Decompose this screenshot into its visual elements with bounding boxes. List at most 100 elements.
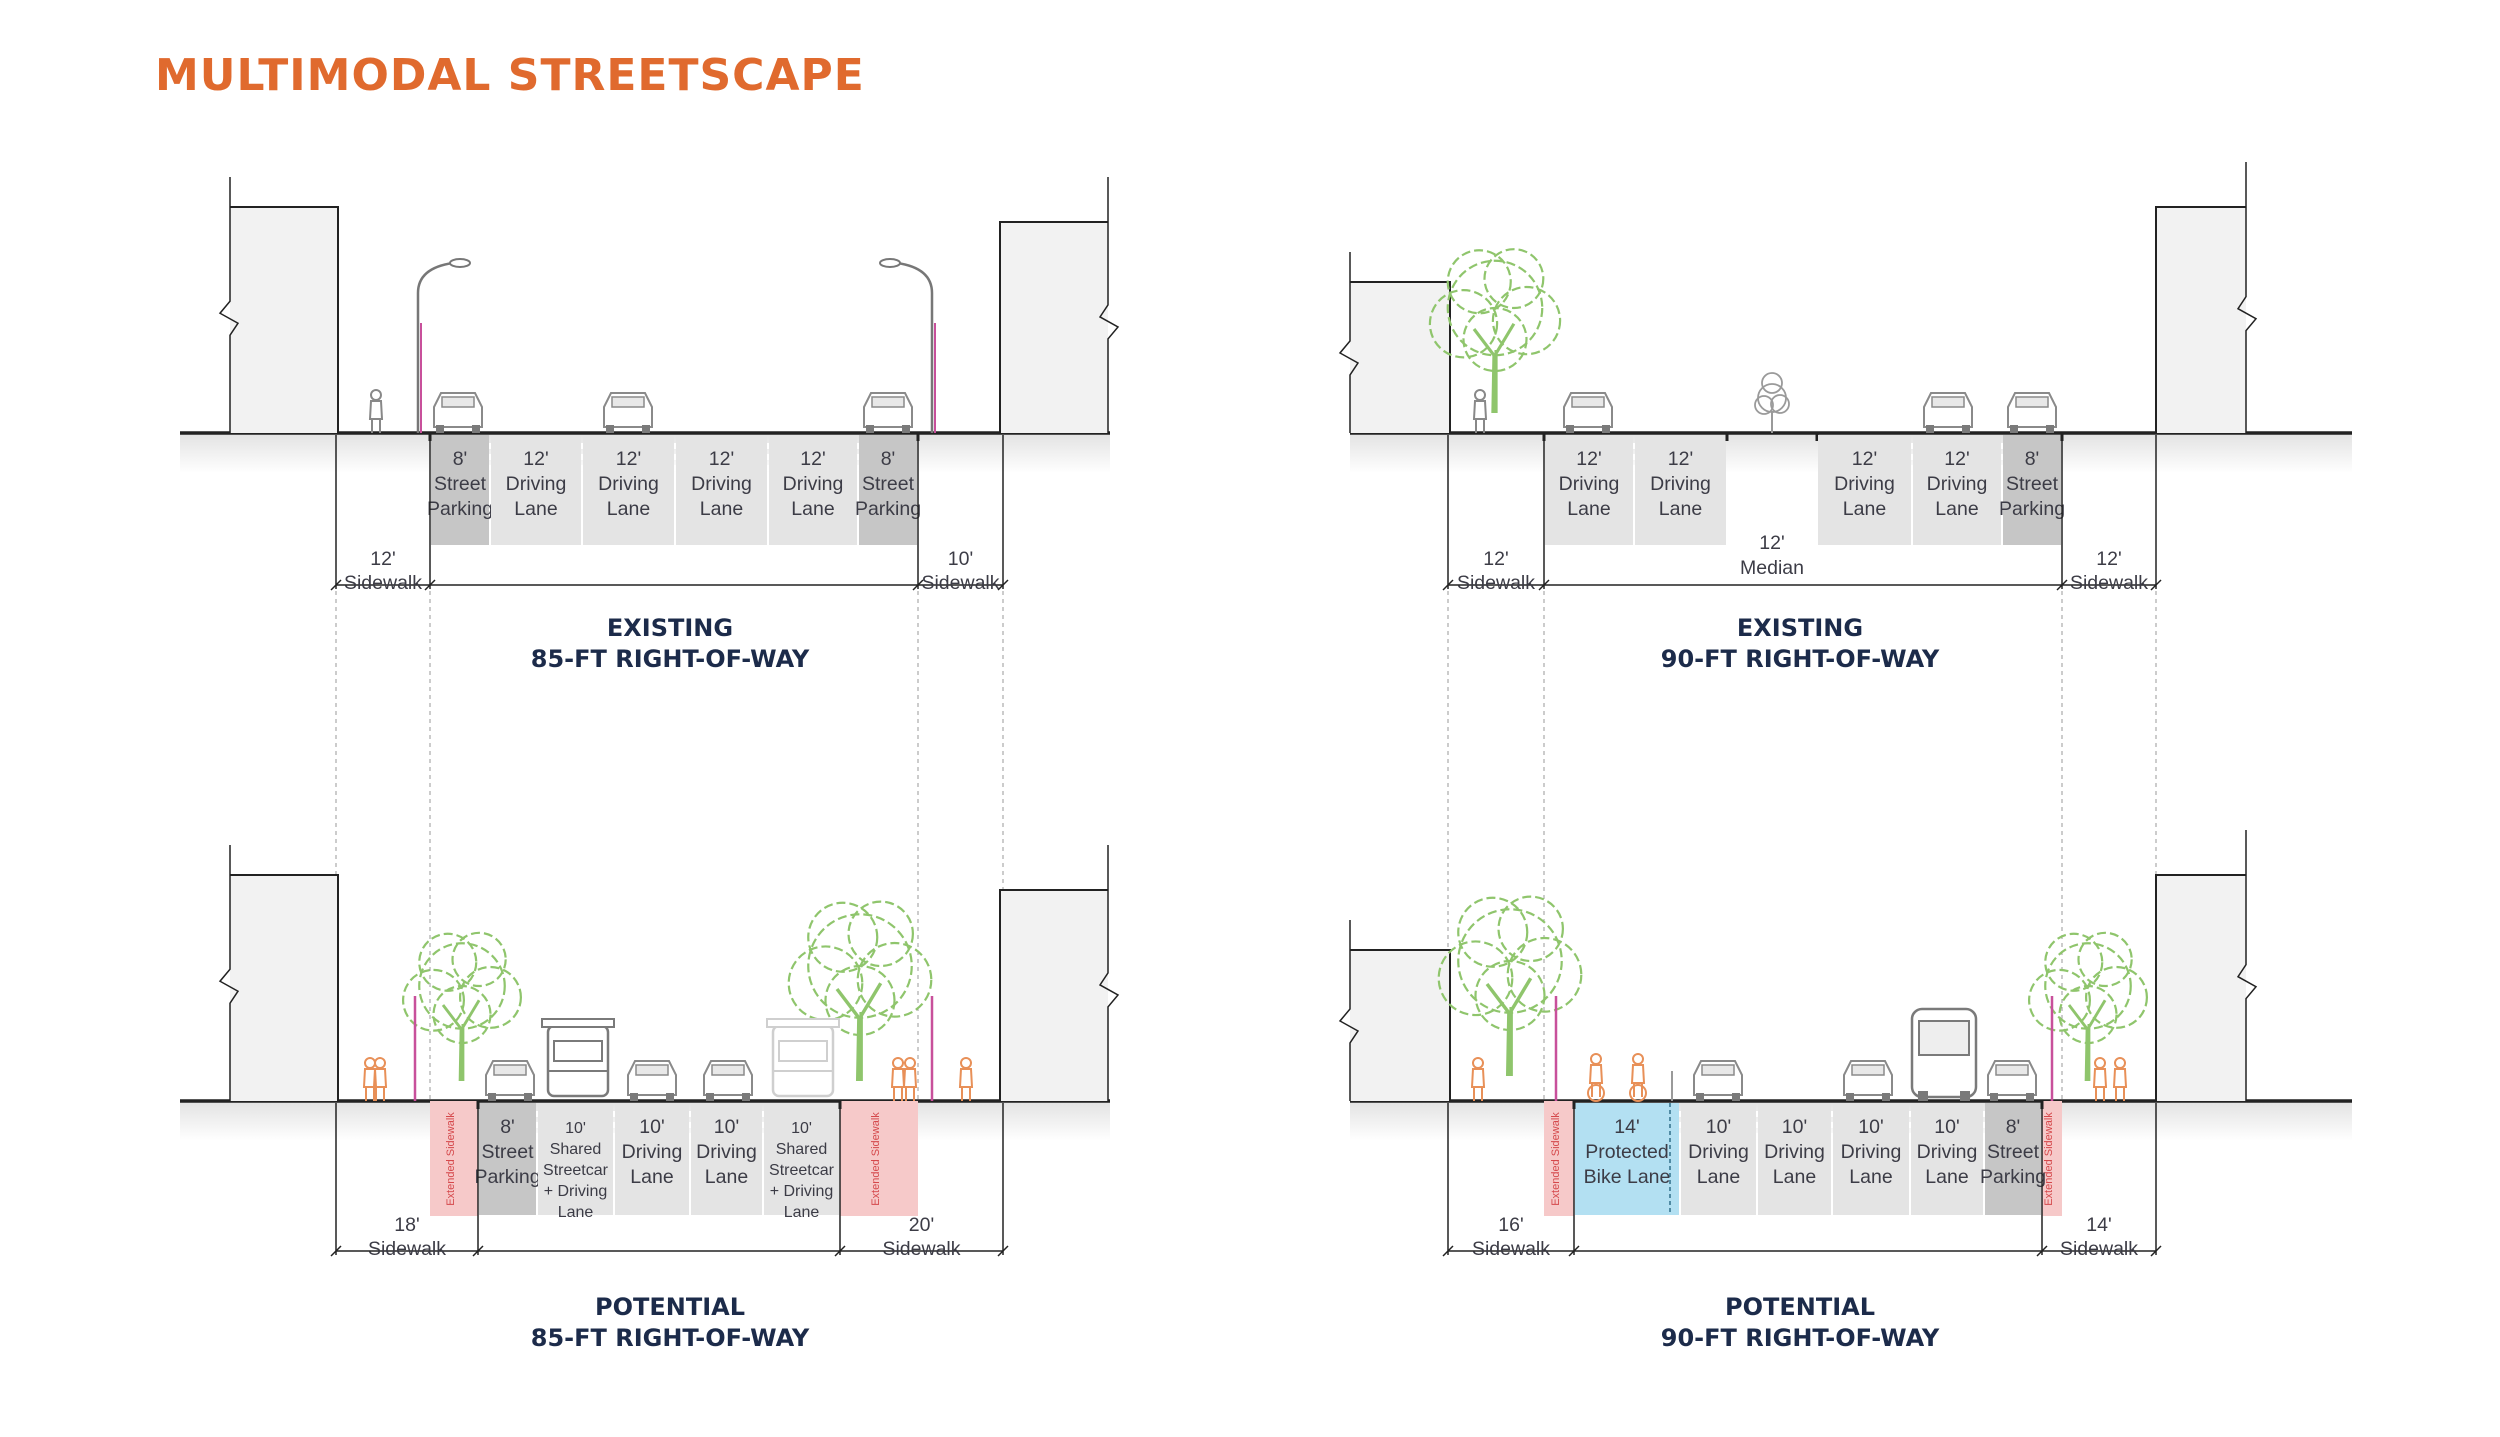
- car-wheel: [1990, 1093, 1998, 1101]
- car-wheel: [1846, 1093, 1854, 1101]
- small-tree-icon: [1754, 372, 1790, 433]
- building-outline: [2155, 206, 2246, 433]
- pedestrian-icon: [2092, 1057, 2108, 1101]
- tree-icon: [402, 931, 523, 1082]
- tree-canopy: [1428, 289, 1499, 359]
- lane-label: 10': [1706, 1116, 1731, 1138]
- pedestrian-body: [1630, 1064, 1646, 1097]
- tree-canopy: [856, 941, 933, 1018]
- pedestrian-head: [904, 1057, 916, 1069]
- lane-label: Lane: [705, 1166, 748, 1188]
- tree-canopy: [1474, 959, 1546, 1032]
- car-wheel: [436, 425, 444, 433]
- lane-label: Lane: [607, 498, 650, 520]
- tree-canopy: [1457, 908, 1563, 1014]
- streetlight-lamp: [449, 258, 471, 268]
- sidewalk-label: Sidewalk: [1457, 572, 1535, 594]
- tree-canopy: [459, 965, 523, 1029]
- streetcar-window: [778, 1040, 828, 1062]
- tree-trunk: [1472, 322, 1516, 414]
- lane-label: Lane: [791, 498, 834, 520]
- car-wheel: [2046, 425, 2054, 433]
- lane-label: Lane: [1843, 498, 1886, 520]
- streetlight-icon: [416, 258, 471, 433]
- lane-label: Street: [862, 473, 915, 495]
- dimension-slash: [2036, 1245, 2048, 1257]
- dimension-lines: [1442, 435, 2162, 591]
- cyclist-icon: [1629, 1053, 1647, 1102]
- lane-surface: [1911, 1103, 1983, 1215]
- cross-section-existing-85: 8'StreetParking12'DrivingLane12'DrivingL…: [180, 177, 1120, 1105]
- lane-label: Streetcar: [769, 1162, 835, 1179]
- tree-canopy: [1446, 249, 1512, 315]
- tree-canopy: [418, 942, 506, 1030]
- pedestrian-body: [902, 1068, 918, 1101]
- car-windshield: [711, 1064, 745, 1076]
- building-break: [1098, 177, 1120, 433]
- pedestrian-icon: [958, 1057, 974, 1101]
- car-wheel: [1962, 425, 1970, 433]
- sidewalk-label: Sidewalk: [368, 1238, 446, 1260]
- tree-icon: [1428, 248, 1562, 414]
- lane-surface: [1575, 1103, 1679, 1215]
- pedestrian-body: [2092, 1068, 2108, 1101]
- lane-label: Lane: [630, 1166, 673, 1188]
- lane-label: Shared: [550, 1141, 602, 1158]
- lane-surface: [1818, 435, 1911, 545]
- dimension-slash: [834, 1245, 846, 1257]
- extended-sidewalk-label: Extended Sidewalk: [2043, 1112, 2055, 1206]
- pedestrian-head: [892, 1057, 904, 1069]
- dimension-lines: [330, 1103, 1009, 1257]
- tree-canopy: [2027, 968, 2091, 1032]
- lane-label: Driving: [1650, 473, 1711, 495]
- lane-label: Street: [434, 473, 487, 495]
- streetcar-roof: [541, 1018, 615, 1028]
- lane-label: 12': [800, 448, 825, 470]
- pedestrian-head: [364, 1057, 376, 1069]
- lane-label: 12': [616, 448, 641, 470]
- extended-sidewalk-zone: [2042, 1101, 2062, 1216]
- pedestrian-icon: [890, 1057, 906, 1101]
- lane-label: 12': [523, 448, 548, 470]
- car-windshield: [635, 1064, 669, 1076]
- lane-label: 10': [639, 1116, 664, 1138]
- building-icon: [2155, 830, 2258, 1101]
- sidewalk-label: 20': [909, 1214, 934, 1236]
- tree-canopy: [1483, 248, 1545, 310]
- lane-label: 10': [1934, 1116, 1959, 1138]
- sidewalk-label: Sidewalk: [882, 1238, 960, 1260]
- lane-label: 12': [1576, 448, 1601, 470]
- car-windshield: [2015, 396, 2049, 408]
- building-fill: [230, 207, 338, 433]
- streetcar-window: [553, 1040, 603, 1062]
- car-windshield: [1571, 396, 1605, 408]
- pedestrian-head: [2114, 1057, 2126, 1069]
- lane-surface: [583, 435, 674, 545]
- tree-canopy: [807, 901, 879, 973]
- building-break: [218, 177, 240, 433]
- lane-label: 10': [714, 1116, 739, 1138]
- pedestrian-icon: [368, 389, 384, 433]
- lane-label: Driving: [1688, 1141, 1749, 1163]
- extended-sidewalk-zone: [430, 1101, 478, 1216]
- sidewalk-label: Sidewalk: [1472, 1238, 1550, 1260]
- dimension-slash: [330, 579, 342, 591]
- car-windshield: [493, 1064, 527, 1076]
- lane-label: Parking: [474, 1166, 540, 1188]
- lane-label: 8': [2006, 1116, 2021, 1138]
- pedestrian-head: [370, 389, 382, 401]
- building-fill: [2156, 875, 2246, 1101]
- car-wheel: [1732, 1093, 1740, 1101]
- tree-icon: [2027, 931, 2149, 1082]
- lane-surface: [2003, 435, 2061, 545]
- lane-label: 12': [709, 448, 734, 470]
- pedestrian-body: [1470, 1068, 1486, 1101]
- lane-label: Street: [481, 1141, 534, 1163]
- car-windshield: [1931, 396, 1965, 408]
